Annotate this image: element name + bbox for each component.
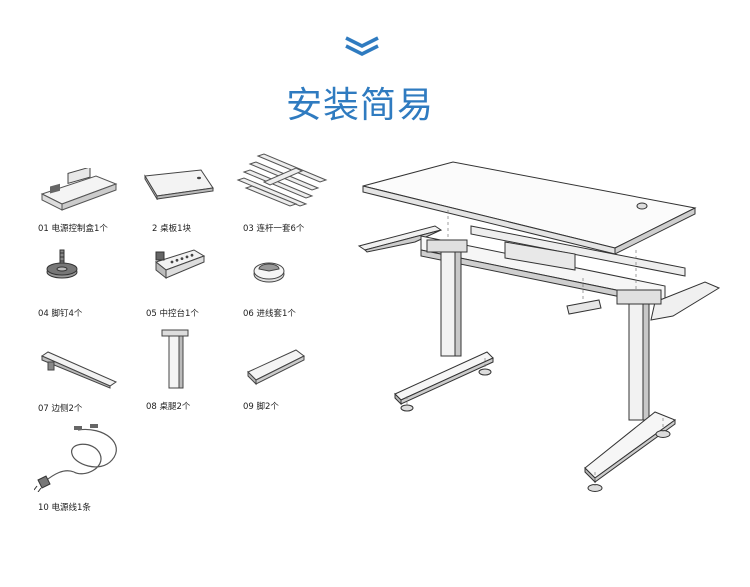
double-chevron-down-icon (345, 36, 379, 56)
part-label: 04 脚钉4个 (38, 309, 83, 319)
table-leg-illustration (161, 329, 189, 389)
part-label: 09 脚2个 (243, 402, 279, 412)
part-label: 10 电源线1条 (38, 503, 91, 513)
part-label: 06 进线套1个 (243, 309, 296, 319)
cable-grommet-illustration (253, 262, 285, 283)
part-label: 01 电源控制盒1个 (38, 224, 108, 234)
desk-assembly-diagram (357, 161, 721, 492)
part-label: 2 桌板1块 (152, 224, 192, 234)
part-label: 07 边侧2个 (38, 404, 83, 414)
connecting-rods-illustration (236, 153, 328, 207)
part-label: 05 中控台1个 (146, 309, 199, 319)
part-label: 03 连杆一套6个 (243, 224, 305, 234)
power-cable-illustration (34, 424, 117, 492)
page-title: 安装简易 (285, 85, 434, 126)
foot-screw-illustration (46, 249, 78, 279)
desktop-board-illustration (144, 169, 214, 200)
side-bracket-illustration (40, 351, 118, 389)
control-panel-illustration (154, 249, 206, 280)
power-control-box-illustration (40, 168, 118, 211)
foot-illustration (247, 349, 305, 386)
part-label: 08 桌腿2个 (146, 402, 191, 412)
